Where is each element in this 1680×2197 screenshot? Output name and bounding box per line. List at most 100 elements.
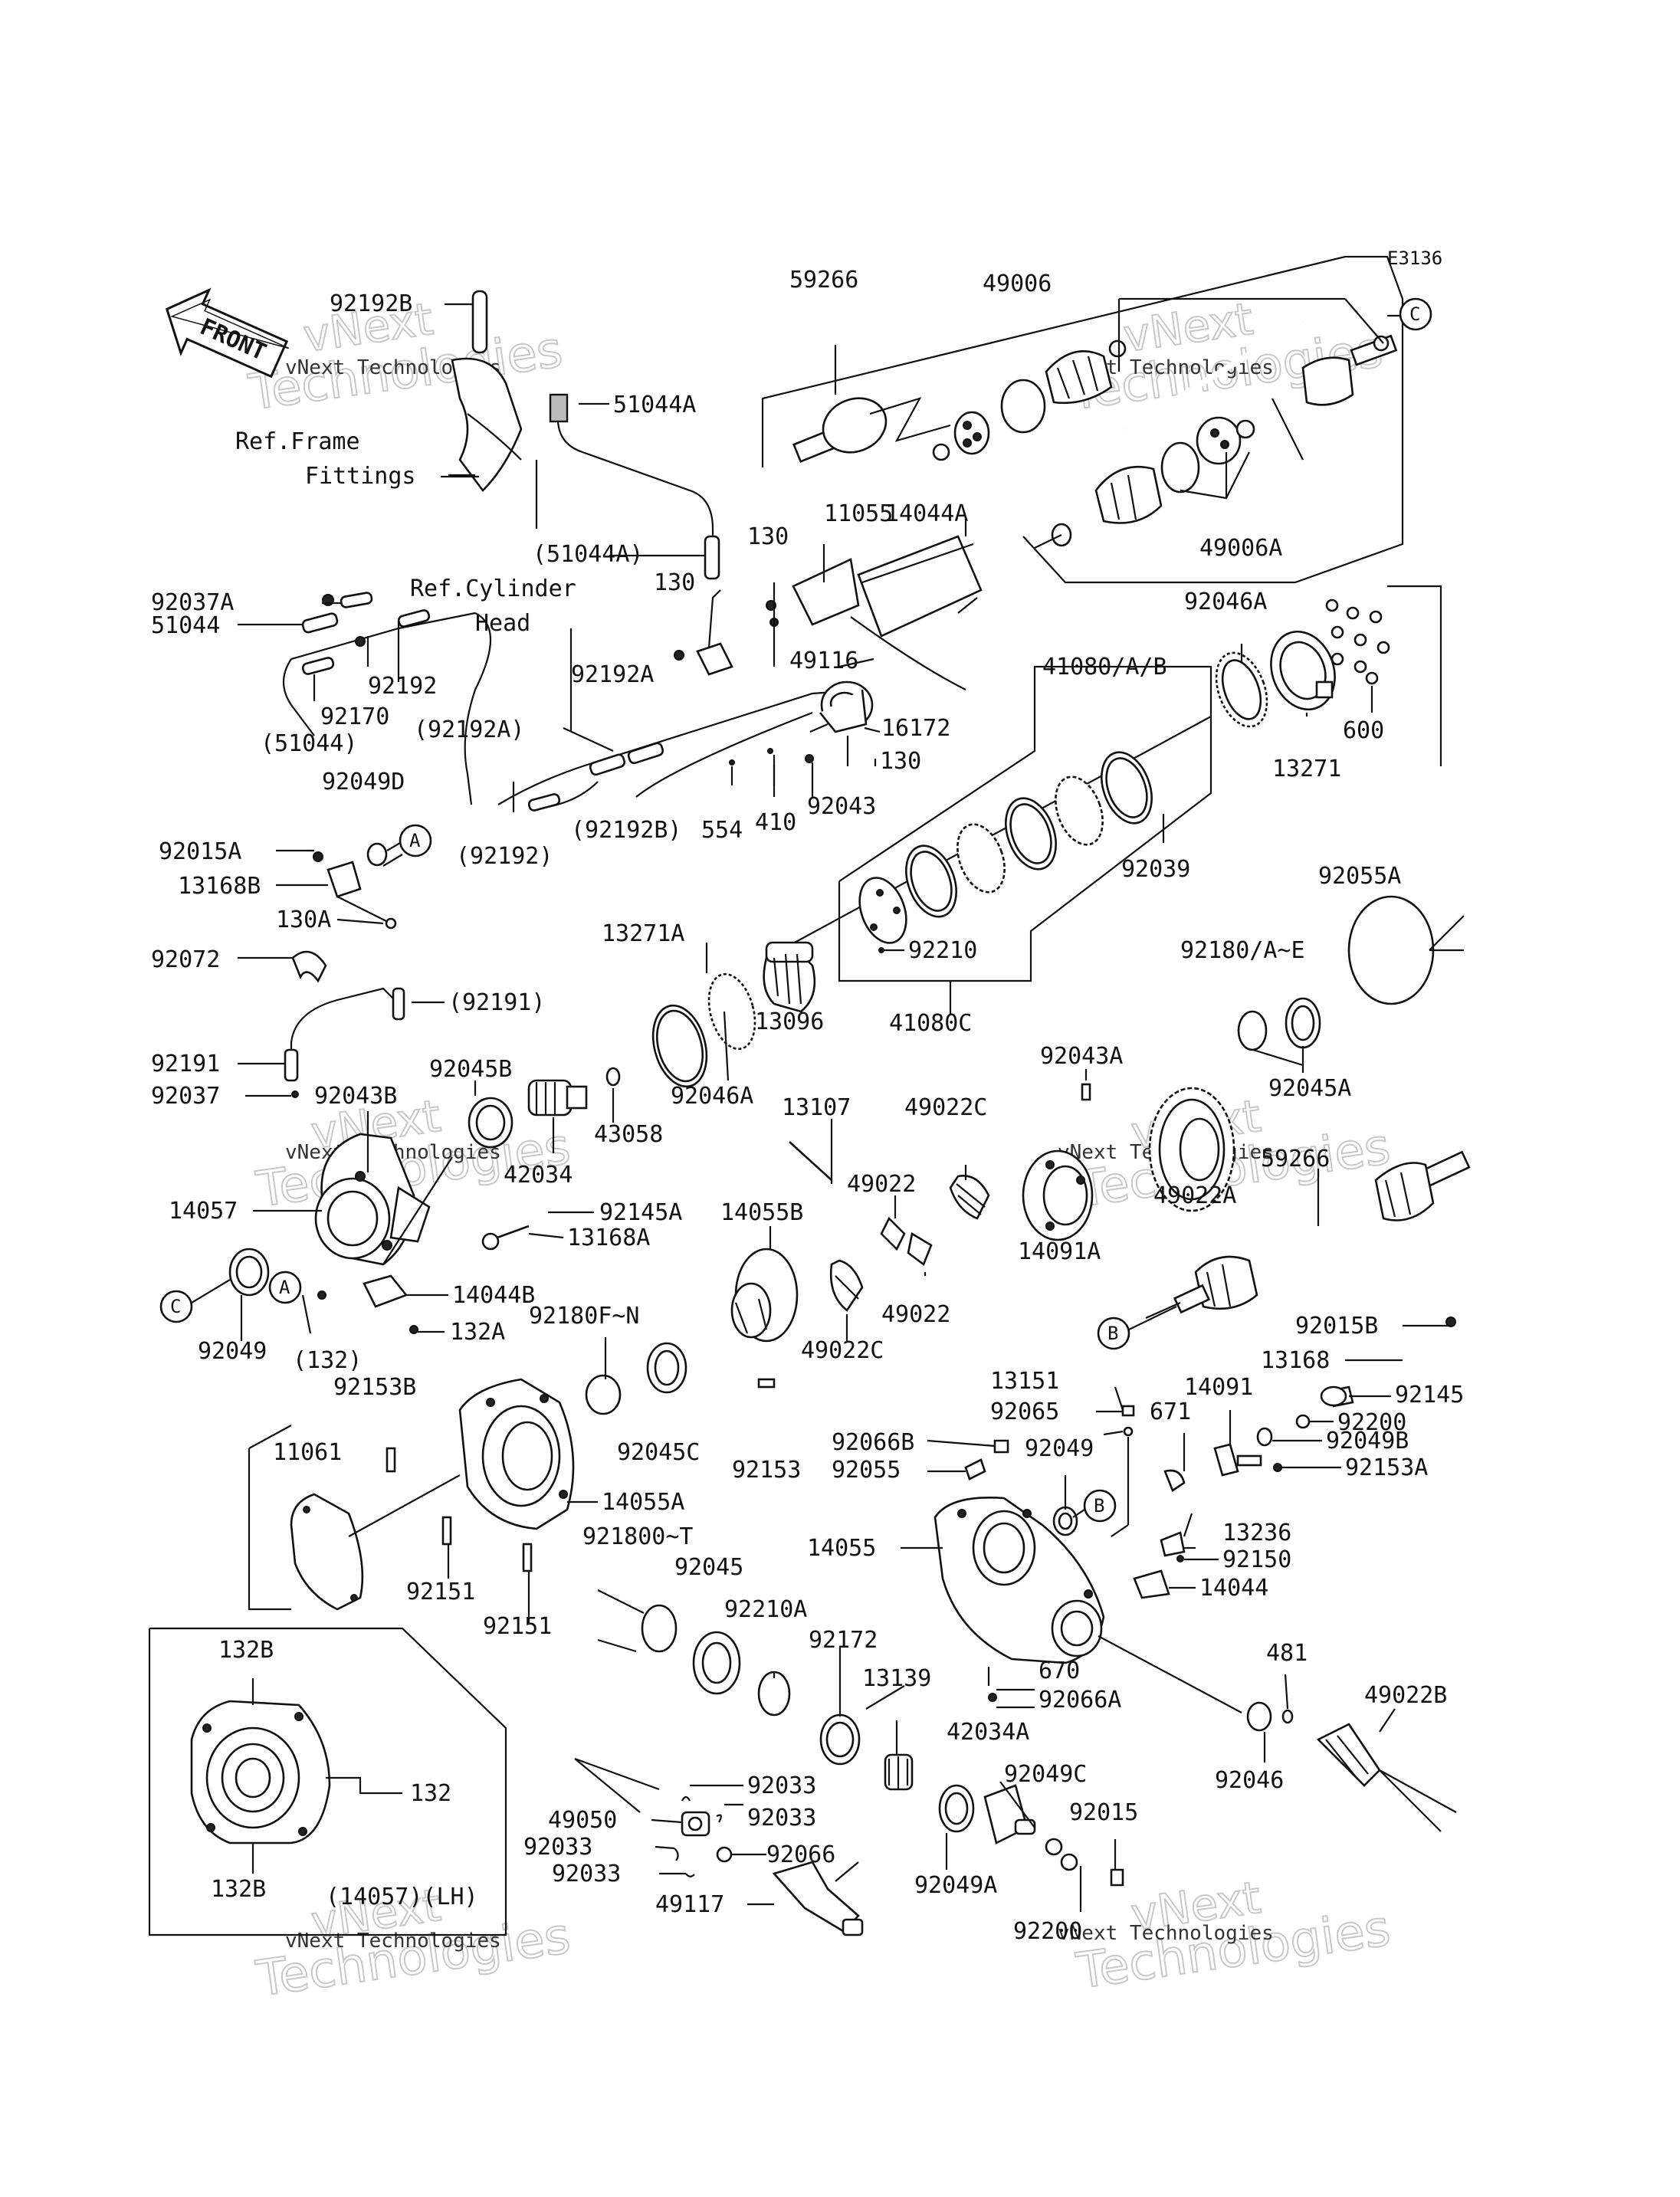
label-14091: 14091 (1184, 1374, 1253, 1401)
cv-joint-inner (1196, 416, 1242, 465)
label-92049D: 92049D (322, 769, 405, 795)
label-13168B: 13168B (178, 873, 261, 900)
label-16172: 16172 (881, 715, 950, 742)
label-49022C-top: 49022C (904, 1094, 987, 1121)
ref-cylinder-line2: Head (475, 610, 530, 637)
label-14044A: 14044A (885, 500, 968, 527)
cover-11061 (290, 1493, 364, 1611)
label-13168A: 13168A (567, 1225, 650, 1251)
bolt-92151-a (441, 1516, 452, 1546)
shift-detent-group (313, 842, 403, 930)
label-51044A: 51044A (613, 392, 696, 418)
label-92043: 92043 (807, 793, 876, 820)
label-92072: 92072 (151, 946, 220, 973)
o-ring-92049B (1256, 1427, 1273, 1447)
label-132B-top: 132B (218, 1637, 274, 1664)
ref-frame-line1: Ref.Frame (235, 428, 360, 455)
label-92039: 92039 (1121, 856, 1190, 883)
friction-disc-lower (707, 972, 756, 1051)
callout-c-left: C (159, 1279, 231, 1323)
bracket-13236 (1160, 1513, 1193, 1557)
washer-92065 (1123, 1426, 1134, 1437)
label-92049C: 92049C (1004, 1761, 1087, 1788)
label-92066B: 92066B (832, 1429, 914, 1456)
hose-joint (549, 393, 569, 423)
label-49022A: 49022A (1153, 1182, 1236, 1209)
cv-joint-outer-left (792, 397, 888, 464)
rear-drive-shaft (1145, 1150, 1471, 1320)
diff-pin-13107 (789, 1141, 832, 1181)
label-132: 132 (410, 1780, 451, 1807)
callout-b-mid: B (1072, 1489, 1117, 1523)
ring-gear-49022A (1148, 1087, 1235, 1212)
label-92210: 92210 (908, 937, 977, 964)
label-92151-b: 92151 (483, 1613, 552, 1640)
label-671: 671 (1150, 1399, 1191, 1425)
inset-lh-housing (148, 1627, 507, 1936)
label-92045B: 92045B (429, 1056, 512, 1083)
ref-frame-line2: Fittings (305, 463, 416, 490)
bracket-14044B (317, 1274, 418, 1334)
label-92151-a: 92151 (406, 1579, 475, 1605)
label-49022B: 49022B (1364, 1682, 1447, 1709)
label-14055A: 14055A (602, 1489, 684, 1516)
shift-fork-13168A (481, 1225, 530, 1251)
washer-92200-low (1060, 1853, 1078, 1871)
watermark-caption-br: vNext Technologies (1058, 1922, 1274, 1945)
label-92045A: 92045A (1268, 1075, 1351, 1102)
label-92191: 92191 (151, 1051, 220, 1077)
label-42034: 42034 (504, 1162, 573, 1189)
diagram-code: E3136 (1387, 248, 1442, 269)
svg-text:B: B (1107, 1323, 1118, 1344)
label-92066A: 92066A (1039, 1687, 1121, 1713)
svg-text:A: A (409, 830, 421, 851)
pinion-49022-a (880, 1216, 906, 1251)
label-49050: 49050 (548, 1807, 617, 1834)
o-ring-92055 (964, 1458, 986, 1481)
label-92049A: 92049A (914, 1872, 997, 1899)
cv-boot-top (1045, 350, 1113, 405)
label-59266-right: 59266 (1261, 1146, 1330, 1172)
label-92153B: 92153B (333, 1374, 416, 1401)
drive-pinion-49022B (1316, 1723, 1381, 1787)
diff-case-14055B (730, 1248, 799, 1343)
front-drive-shaft-group (761, 255, 1404, 584)
label-92065: 92065 (990, 1399, 1059, 1425)
label-670: 670 (1039, 1658, 1080, 1684)
label-130-b: 130 (654, 569, 695, 596)
label-92153A: 92153A (1345, 1454, 1428, 1481)
label-92170: 92170 (320, 703, 389, 730)
label-11061: 11061 (273, 1439, 342, 1466)
bolt-92153B (386, 1447, 396, 1473)
sensor-14091 (1213, 1443, 1262, 1477)
label-132-paren: (132) (293, 1347, 362, 1374)
bolt-92151-b (522, 1543, 533, 1572)
yoke-42034A (983, 1784, 1036, 1844)
label-92153: 92153 (732, 1457, 801, 1484)
label-51044A-paren: (51044A) (533, 541, 644, 568)
balls-group (1325, 585, 1442, 766)
label-92150: 92150 (1222, 1546, 1291, 1573)
ref-cylinder-line1: Ref.Cylinder (410, 575, 576, 602)
label-14044: 14044 (1199, 1575, 1268, 1602)
nut-92066A (988, 1693, 997, 1702)
label-13107: 13107 (782, 1094, 851, 1121)
label-42034A: 42034A (947, 1719, 1029, 1746)
o-ring-481 (1281, 1709, 1294, 1724)
yoke-49117 (772, 1861, 864, 1936)
pinion-49022-b (907, 1231, 933, 1267)
label-92033-a: 92033 (747, 1772, 816, 1799)
bearing-92046 (1246, 1701, 1272, 1732)
friction-disc-92046A (1215, 651, 1268, 728)
label-130-a: 130 (747, 523, 789, 550)
clip-92072 (291, 950, 327, 983)
nut-92066 (716, 1846, 733, 1863)
label-92055A: 92055A (1318, 863, 1401, 890)
svg-text:A: A (279, 1277, 290, 1298)
label-92015: 92015 (1069, 1799, 1138, 1826)
clutch-pack-group (766, 665, 1212, 982)
label-92037: 92037 (151, 1083, 220, 1110)
label-11055: 11055 (824, 500, 893, 527)
side-gear-49022C-low (829, 1259, 864, 1312)
